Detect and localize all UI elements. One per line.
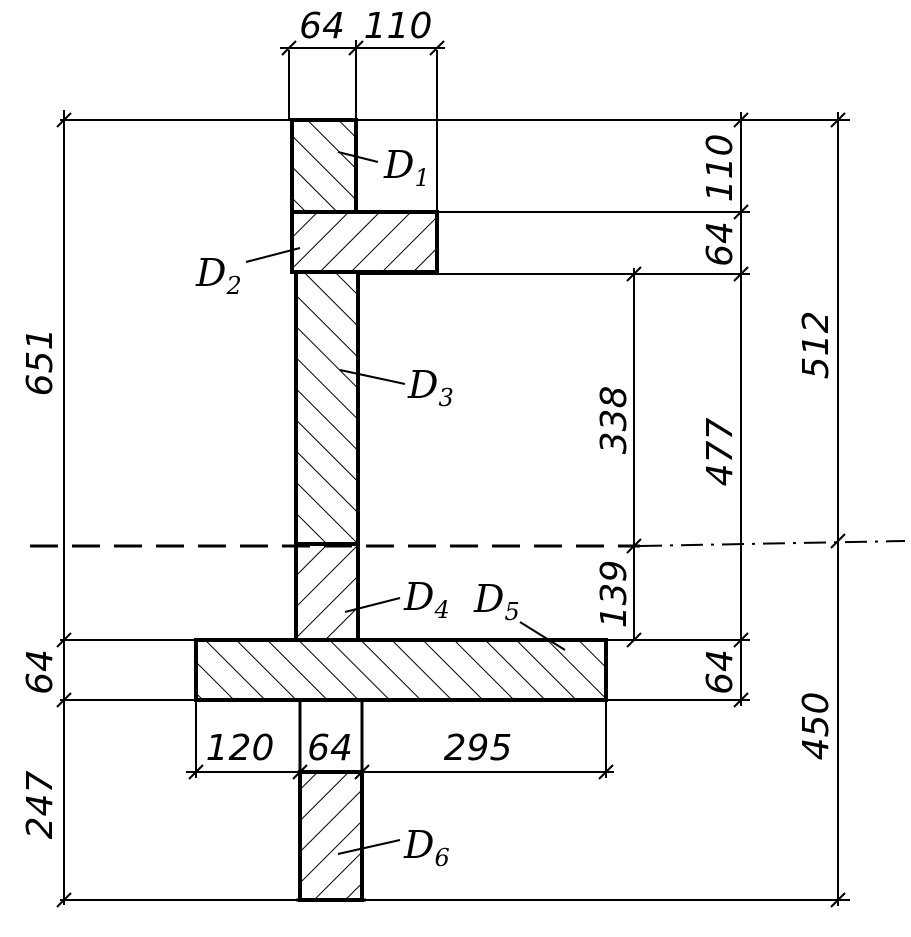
dim-inner-139: 139 bbox=[594, 560, 635, 629]
label-d2: D2 bbox=[195, 251, 242, 300]
part-d3 bbox=[294, 270, 360, 546]
label-d3: D3 bbox=[407, 363, 454, 412]
dim-right-477: 477 bbox=[700, 418, 741, 487]
dim-far-right-450: 450 bbox=[796, 692, 837, 761]
dim-far-right-512: 512 bbox=[796, 311, 837, 380]
label-d5: D5 bbox=[473, 577, 520, 626]
dim-bottom-295: 295 bbox=[444, 728, 513, 769]
dim-right-64-bottom: 64 bbox=[700, 649, 741, 695]
part-d5 bbox=[194, 638, 608, 702]
part-d4 bbox=[294, 542, 360, 642]
part-d1 bbox=[290, 118, 358, 214]
part-d6 bbox=[298, 770, 364, 902]
dim-top-64: 64 bbox=[299, 6, 345, 47]
part-d2 bbox=[290, 210, 439, 274]
dim-inner-338: 338 bbox=[594, 386, 635, 455]
dim-bottom-120: 120 bbox=[206, 728, 275, 769]
dim-left-651: 651 bbox=[20, 328, 61, 397]
dim-right-64-top: 64 bbox=[700, 221, 741, 267]
dim-top-110: 110 bbox=[364, 6, 433, 47]
dim-left-247: 247 bbox=[20, 771, 61, 840]
dim-bottom-64: 64 bbox=[307, 728, 353, 769]
dim-left-64: 64 bbox=[20, 649, 61, 695]
dim-right-110: 110 bbox=[700, 134, 741, 203]
label-d4: D4 bbox=[403, 575, 450, 624]
label-d1: D1 bbox=[383, 143, 430, 192]
label-d6: D6 bbox=[403, 823, 450, 872]
